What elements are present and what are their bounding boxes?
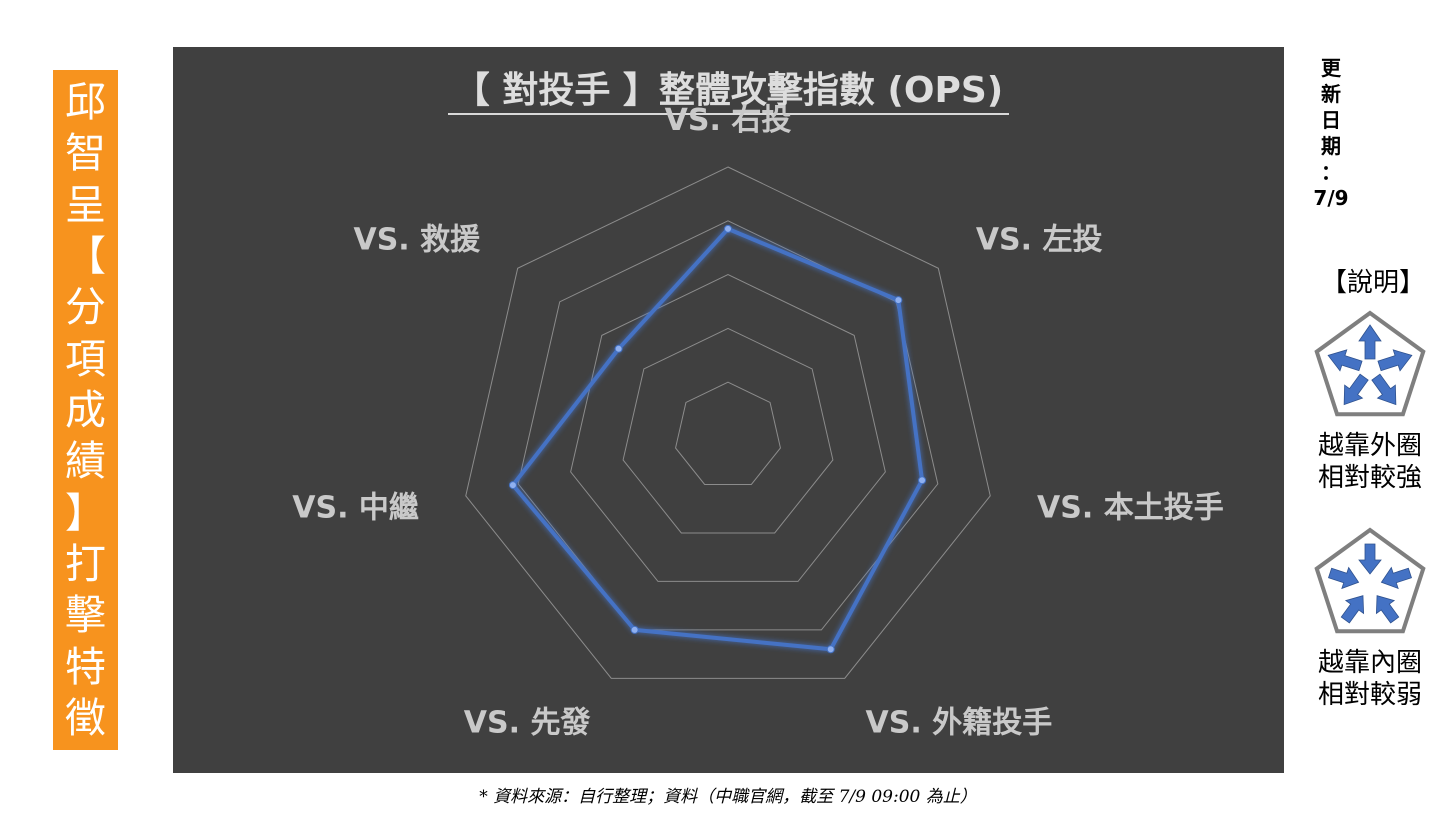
radar-chart: VS. 右投 VS. 左投 VS. 本土投手 VS. 外籍投手 VS. 先發 VS. 中繼… <box>292 103 1224 741</box>
update-date: 更新日期：7/9 <box>1296 55 1366 211</box>
banner-char: 智 <box>65 129 106 178</box>
banner-char: 邱 <box>65 78 106 126</box>
arrows-outward-icon <box>1314 310 1426 417</box>
banner-char: 績 <box>65 437 106 486</box>
pentagon-outline <box>1314 527 1426 634</box>
update-date-char: 期 <box>1321 134 1341 158</box>
axis-label: VS. 右投 <box>665 103 792 138</box>
chart-title: 【 對投手 】整體攻擊指數 (OPS) <box>173 61 1284 115</box>
arrow-icon <box>1371 373 1397 406</box>
banner-char: 】 <box>65 488 106 537</box>
banner-char: 分 <box>65 283 106 332</box>
data-point <box>894 296 903 305</box>
arrow-icon <box>1358 543 1382 575</box>
banner-char: 成 <box>65 385 106 434</box>
data-source-note: * 資料來源：自行整理；資料（中職官網，截至 7/9 09:00 為止） <box>479 787 977 807</box>
arrow-icon <box>1343 373 1369 406</box>
data-point <box>614 344 623 353</box>
series-line <box>510 226 925 652</box>
axis-label: VS. 外籍投手 <box>866 706 1053 741</box>
arrow-icon <box>1375 595 1400 624</box>
data-point <box>508 481 517 490</box>
arrow-icon <box>1377 349 1413 372</box>
grid-ring <box>675 381 781 485</box>
axis-label: VS. 先發 <box>464 706 591 741</box>
banner-char: 徵 <box>65 693 106 742</box>
update-date-char: 7/9 <box>1313 186 1349 210</box>
legend-outer-line2: 相對較強 <box>1317 463 1422 493</box>
legend-inner-line1: 越靠內圈 <box>1317 648 1422 678</box>
update-date-char: 更 <box>1321 56 1341 80</box>
legend-title: 【說明】 <box>1320 268 1425 298</box>
arrow-icon <box>1358 324 1382 360</box>
data-point <box>918 476 927 485</box>
axis-label: VS. 中繼 <box>292 491 419 526</box>
arrows-inward-icon <box>1314 527 1426 634</box>
grid-ring <box>622 327 834 534</box>
banner-char: 打 <box>65 539 106 588</box>
banner-char: 呈 <box>65 180 106 229</box>
chart-panel: 【 對投手 】整體攻擊指數 (OPS) VS. 右投 VS. 左投 VS. 本土投手… <box>173 47 1284 773</box>
axis-label: VS. 本土投手 <box>1037 491 1224 526</box>
axis-label: VS. 左投 <box>976 222 1103 257</box>
update-date-char: 日 <box>1321 108 1341 132</box>
pentagon-outline <box>1314 310 1426 417</box>
grid-ring <box>570 274 886 582</box>
legend-outer-text: 越靠外圈 相對較強 <box>1300 430 1440 494</box>
arrow-icon <box>1327 349 1363 372</box>
banner-char: 擊 <box>65 591 106 640</box>
axis-label: VS. 救援 <box>353 222 481 257</box>
banner-char: 項 <box>65 334 106 383</box>
arrow-icon <box>1380 566 1412 590</box>
player-title-banner: 邱智呈【分項成績】打擊特徵 <box>53 70 118 750</box>
update-date-char: ： <box>1321 160 1341 184</box>
banner-char: 特 <box>65 642 106 691</box>
data-point <box>826 645 835 654</box>
legend-inner-text: 越靠內圈 相對較弱 <box>1300 647 1440 711</box>
grid-ring <box>465 166 991 679</box>
legend-inner-line2: 相對較弱 <box>1317 680 1422 710</box>
update-date-char: 新 <box>1321 82 1341 106</box>
banner-char: 【 <box>65 231 106 280</box>
legend-outer-line1: 越靠外圈 <box>1317 431 1422 461</box>
arrow-icon <box>1340 595 1365 624</box>
arrow-icon <box>1328 566 1360 590</box>
data-point <box>724 224 732 233</box>
data-point <box>630 625 639 634</box>
